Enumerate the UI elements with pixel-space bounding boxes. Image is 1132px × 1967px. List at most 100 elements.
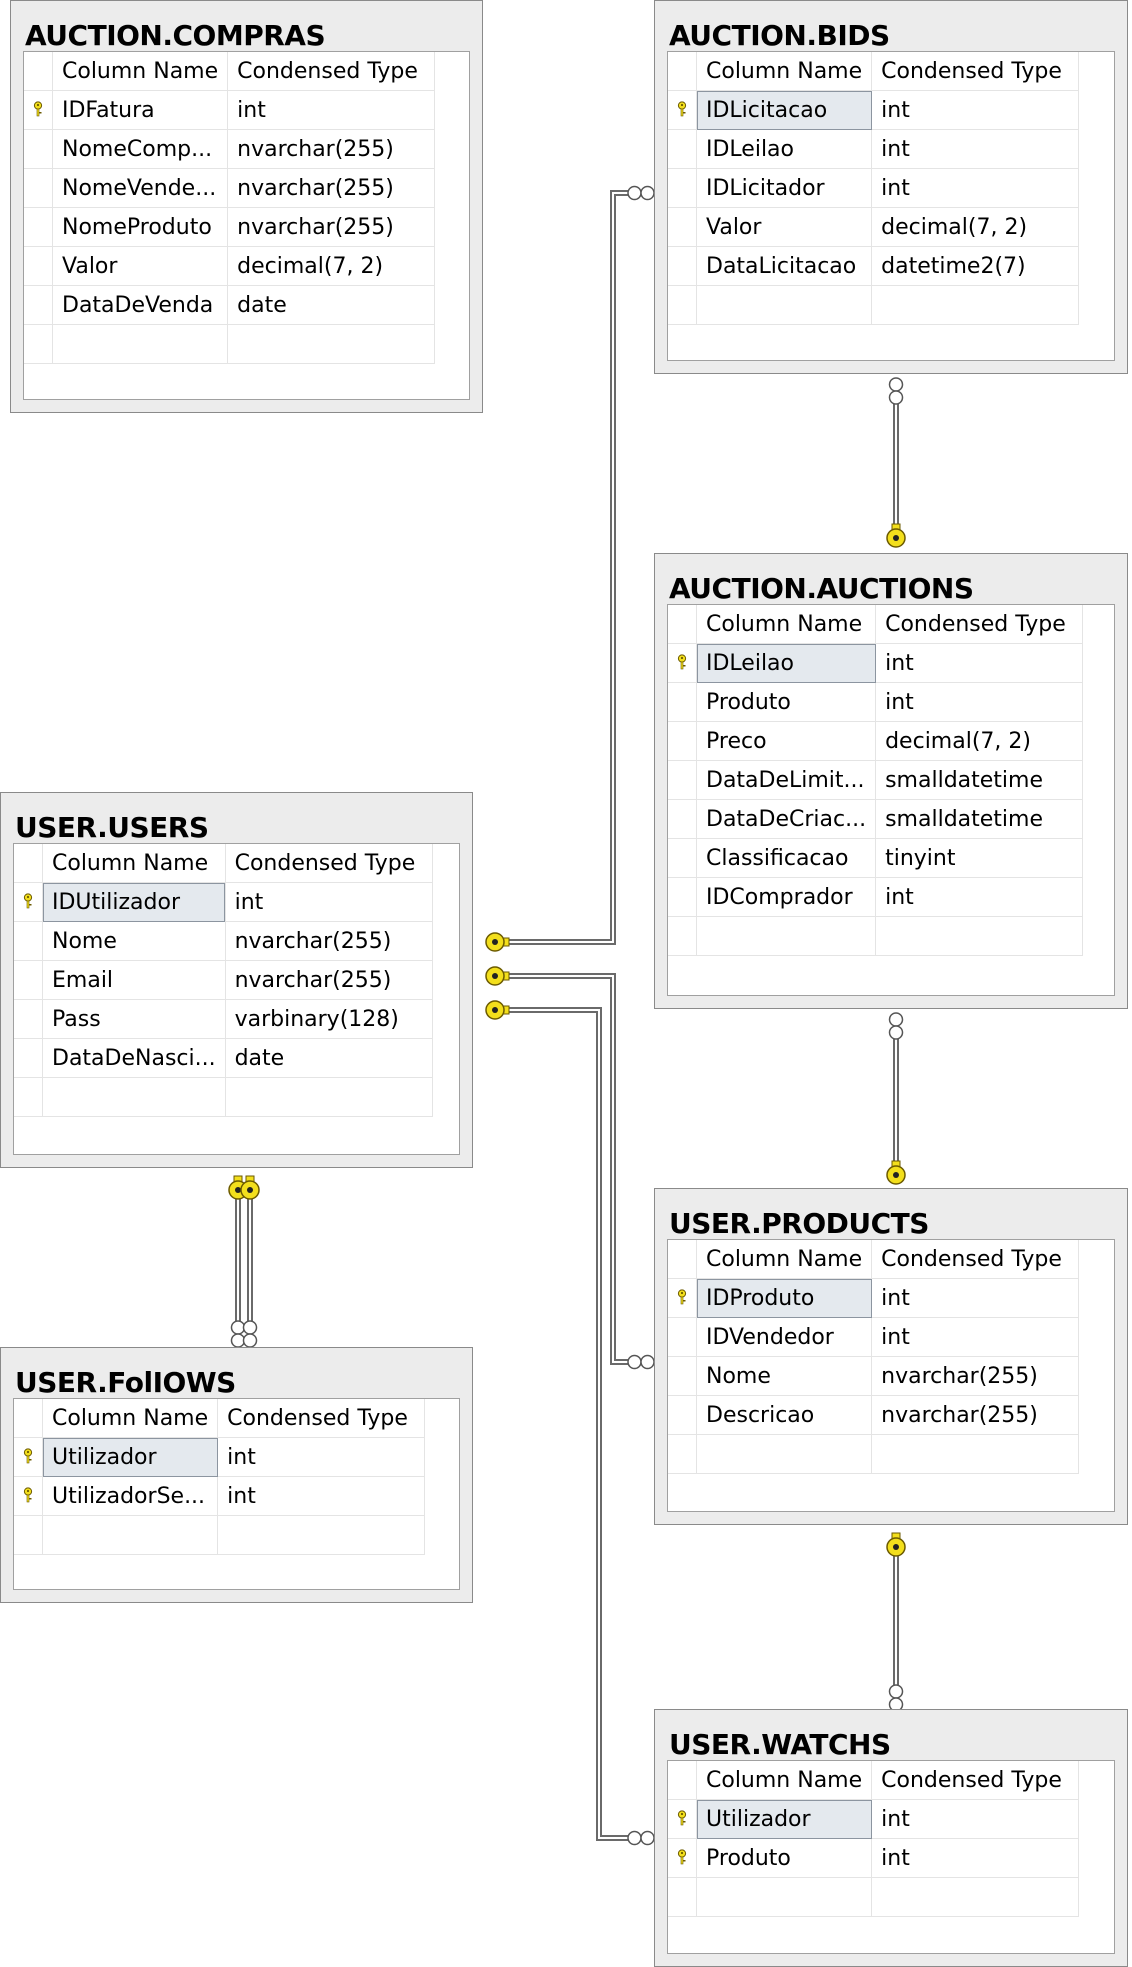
column-type-cell[interactable]: nvarchar(255) <box>225 921 433 961</box>
new-row[interactable] <box>668 1877 1080 1917</box>
column-name-cell[interactable]: Produto <box>696 1838 873 1878</box>
column-type-cell[interactable]: smalldatetime <box>875 799 1084 839</box>
new-row[interactable] <box>668 916 1084 956</box>
column-type-cell[interactable]: int <box>871 129 1080 169</box>
column-type-cell[interactable]: int <box>227 90 436 130</box>
column-name-cell[interactable]: IDVendedor <box>696 1317 873 1357</box>
column-name-cell[interactable]: IDLeilao <box>696 129 873 169</box>
new-row[interactable] <box>668 1434 1080 1474</box>
column-name-cell[interactable]: IDLicitador <box>696 168 873 208</box>
column-name-cell[interactable]: IDProduto <box>696 1278 873 1318</box>
column-type-cell[interactable]: int <box>871 1838 1080 1878</box>
table-row[interactable]: DataDeCriac...smalldatetime <box>668 799 1084 839</box>
column-type-cell[interactable]: decimal(7, 2) <box>227 246 436 286</box>
table-row[interactable]: DataDeNasci...date <box>14 1038 433 1078</box>
column-type-cell[interactable]: int <box>875 643 1084 683</box>
column-type-cell[interactable]: int <box>875 682 1084 722</box>
new-row[interactable] <box>668 285 1080 325</box>
column-name-cell[interactable]: Valor <box>52 246 229 286</box>
column-name-cell[interactable]: DataDeNasci... <box>42 1038 226 1078</box>
column-name-cell[interactable]: Utilizador <box>42 1437 219 1477</box>
column-name-cell[interactable]: Preco <box>696 721 877 761</box>
column-type-cell[interactable]: decimal(7, 2) <box>875 721 1084 761</box>
column-name-cell[interactable]: DataDeVenda <box>52 285 229 325</box>
column-name-cell[interactable]: IDUtilizador <box>42 882 226 922</box>
column-name-cell[interactable]: Descricao <box>696 1395 873 1435</box>
column-type-cell[interactable]: int <box>875 877 1084 917</box>
new-row[interactable] <box>24 324 436 364</box>
column-type-cell[interactable]: int <box>225 882 433 922</box>
column-name-cell[interactable]: IDLeilao <box>696 643 877 683</box>
column-name-cell[interactable]: UtilizadorSe... <box>42 1476 219 1516</box>
column-name-cell[interactable]: Email <box>42 960 226 1000</box>
column-name-cell[interactable]: NomeVende... <box>52 168 229 208</box>
table-row[interactable]: NomeVende...nvarchar(255) <box>24 168 436 208</box>
column-name-cell[interactable]: Valor <box>696 207 873 247</box>
column-type-cell[interactable]: int <box>217 1476 426 1516</box>
column-type-cell[interactable]: int <box>871 1317 1080 1357</box>
column-name-cell[interactable]: Pass <box>42 999 226 1039</box>
column-type-cell[interactable]: decimal(7, 2) <box>871 207 1080 247</box>
column-name-cell[interactable]: DataDeCriac... <box>696 799 877 839</box>
column-type-cell[interactable]: date <box>225 1038 433 1078</box>
column-name-cell[interactable]: IDLicitacao <box>696 90 873 130</box>
column-type-cell[interactable]: int <box>871 90 1080 130</box>
column-type-cell[interactable]: int <box>871 168 1080 208</box>
new-row[interactable] <box>14 1077 433 1117</box>
column-type-cell[interactable]: smalldatetime <box>875 760 1084 800</box>
column-name-cell[interactable]: IDComprador <box>696 877 877 917</box>
column-type-cell[interactable]: nvarchar(255) <box>227 129 436 169</box>
column-type-cell[interactable]: varbinary(128) <box>225 999 433 1039</box>
column-type-cell[interactable]: nvarchar(255) <box>871 1395 1080 1435</box>
table-row[interactable]: DataDeLimit...smalldatetime <box>668 760 1084 800</box>
column-name-cell[interactable]: NomeProduto <box>52 207 229 247</box>
column-name-cell[interactable]: NomeComp... <box>52 129 229 169</box>
column-name-cell[interactable]: DataDeLimit... <box>696 760 877 800</box>
column-type-cell[interactable]: int <box>871 1799 1080 1839</box>
column-type-cell[interactable]: datetime2(7) <box>871 246 1080 286</box>
column-type-cell[interactable]: nvarchar(255) <box>227 168 436 208</box>
column-name-cell[interactable]: Utilizador <box>696 1799 873 1839</box>
column-type-cell[interactable]: date <box>227 285 436 325</box>
column-type-cell[interactable]: nvarchar(255) <box>225 960 433 1000</box>
column-name-cell[interactable]: Nome <box>696 1356 873 1396</box>
column-type-cell[interactable]: tinyint <box>875 838 1084 878</box>
column-type-cell[interactable]: nvarchar(255) <box>227 207 436 247</box>
table-row[interactable]: NomeComp...nvarchar(255) <box>24 129 436 169</box>
column-type-cell[interactable]: int <box>871 1278 1080 1318</box>
new-row[interactable] <box>14 1515 426 1555</box>
column-name-cell[interactable]: IDFatura <box>52 90 229 130</box>
column-name-cell[interactable]: Nome <box>42 921 226 961</box>
column-name-cell[interactable]: Classificacao <box>696 838 877 878</box>
